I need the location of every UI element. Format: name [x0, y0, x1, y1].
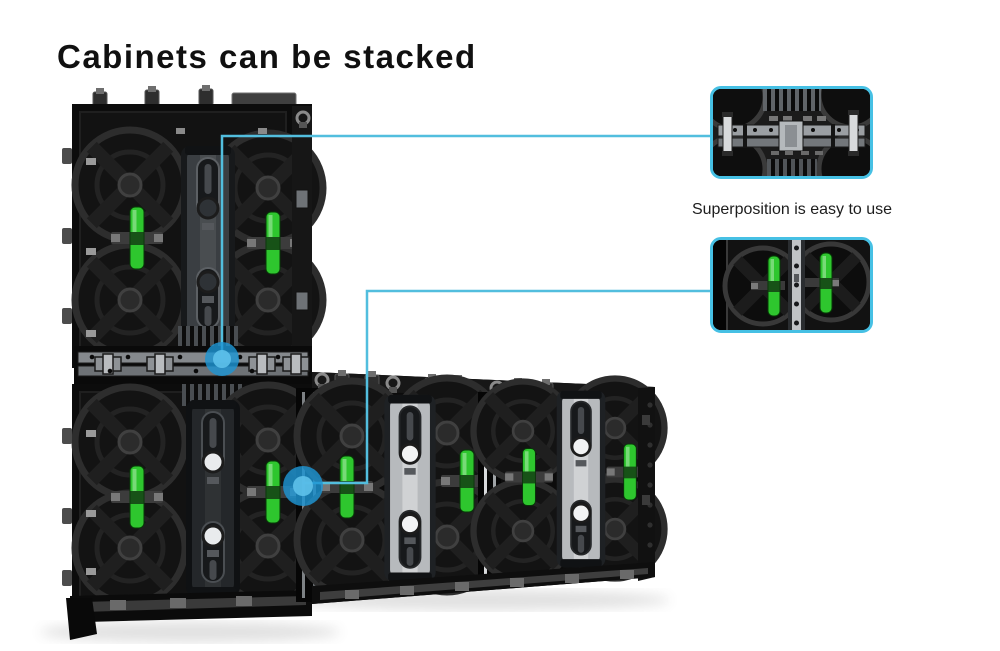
stacking-bars — [717, 120, 866, 152]
power-module — [184, 398, 242, 598]
top-clip — [198, 84, 214, 106]
callout-stacking-connection — [710, 86, 873, 179]
stack-clamp — [282, 353, 310, 375]
cabinet-row — [296, 369, 665, 604]
power-module — [555, 389, 607, 569]
heatsink-fins — [767, 159, 817, 176]
stack-junction-rail — [74, 326, 312, 384]
marker-stacking-joint — [205, 342, 239, 376]
lock-handles-closeup — [713, 240, 870, 330]
heatsink-fins — [763, 89, 821, 111]
marker-side-lock — [283, 466, 323, 506]
bottom-rail-left — [66, 590, 312, 640]
connector-line-locks — [303, 289, 710, 485]
lock-handle — [751, 255, 785, 317]
lock-handle — [805, 252, 839, 314]
cabinet-bottom-left — [72, 384, 323, 610]
top-clip — [144, 85, 160, 107]
callout-caption: Superposition is easy to use — [691, 201, 893, 218]
row-right-rail — [638, 387, 655, 581]
page-title: Cabinets can be stacked — [57, 38, 477, 75]
power-module — [382, 393, 438, 583]
row-bottom-rail — [312, 562, 655, 604]
side-rail — [292, 106, 312, 368]
power-module — [179, 144, 237, 344]
stack-clamp — [146, 353, 174, 375]
stacking-connection-closeup — [713, 89, 870, 176]
callout-lock-handles — [710, 237, 873, 333]
connector-pins — [722, 110, 859, 156]
center-strip — [788, 240, 805, 330]
cabinet-stack-left — [62, 84, 323, 640]
callout-connector-lines — [220, 134, 710, 485]
row-cabinet-1 — [297, 378, 502, 595]
left-edge-tabs — [62, 148, 72, 586]
cabinet-top-left — [72, 104, 323, 368]
connector-line-stacking — [220, 134, 710, 358]
